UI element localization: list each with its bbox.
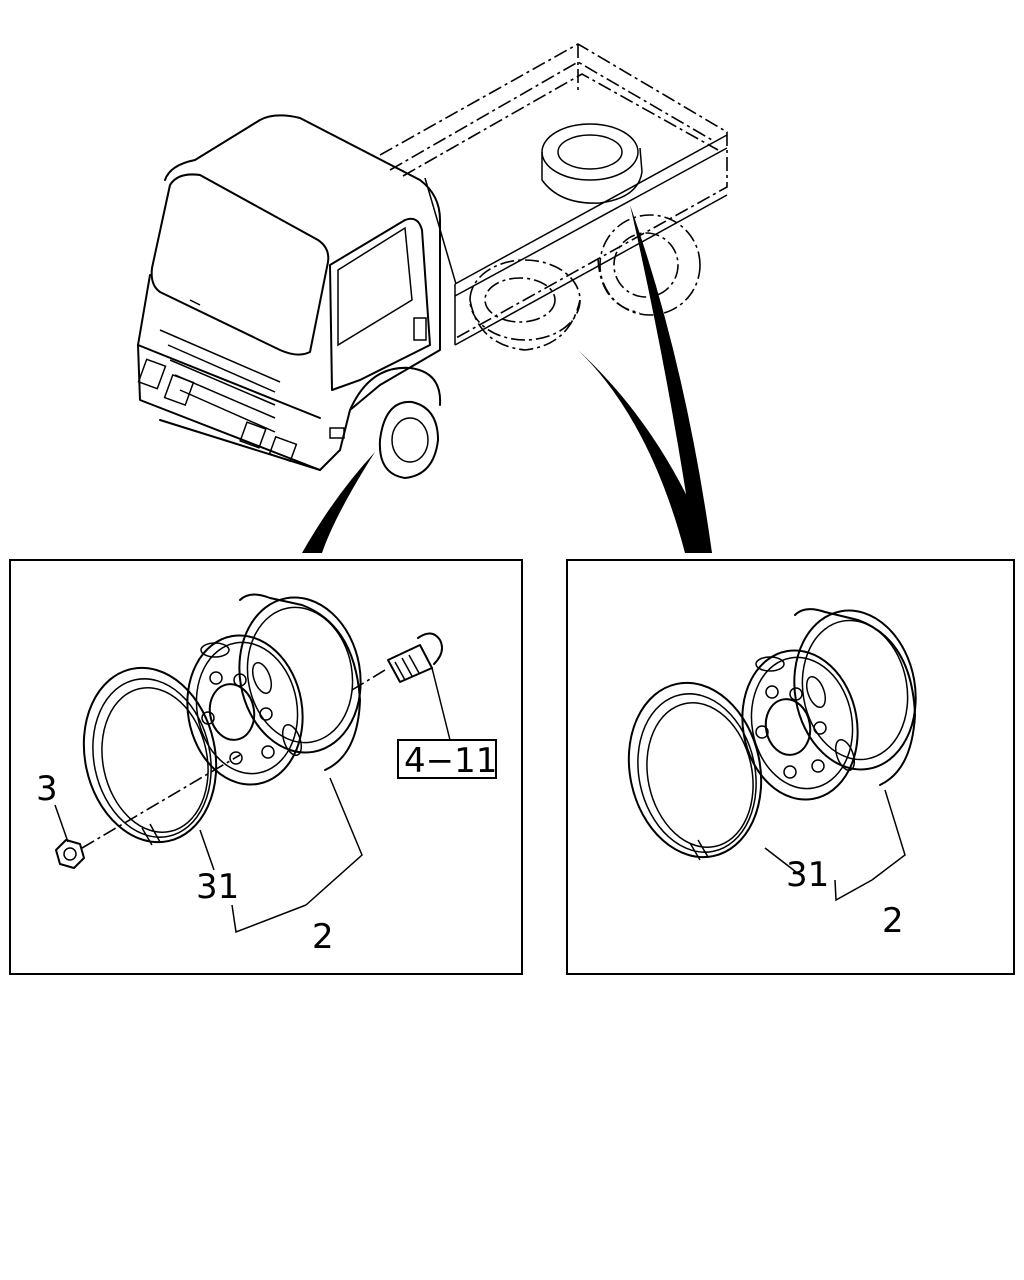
front-panel-frame [9,559,523,975]
truck-cab [137,114,442,479]
callout-front-ring: 31 [196,867,239,907]
rear-side-ring [627,681,763,861]
front-wheel-panel: 3 31 2 4−11 [9,559,523,975]
hub-bolt [351,632,443,691]
callout-front-nut: 3 [36,769,58,809]
ref-box-frame [397,739,497,779]
callout-front-wheel: 2 [312,917,334,957]
wheel-nut [55,754,241,869]
callout-ref-box: 4−11 [404,741,497,781]
callout-rear-wheel: 2 [882,901,904,941]
pointer-arrows [302,205,712,553]
rear-wheel-rim [741,608,917,801]
rear-wheel-panel: 31 2 [566,559,1015,975]
front-wheel-rim [186,593,362,786]
spare-tire [541,123,643,204]
front-side-ring [82,666,218,846]
callout-rear-ring: 31 [786,855,829,895]
rear-panel-frame [566,559,1015,975]
cargo-bed [379,43,728,346]
truck-illustration [137,43,728,553]
rear-tires [469,214,701,351]
